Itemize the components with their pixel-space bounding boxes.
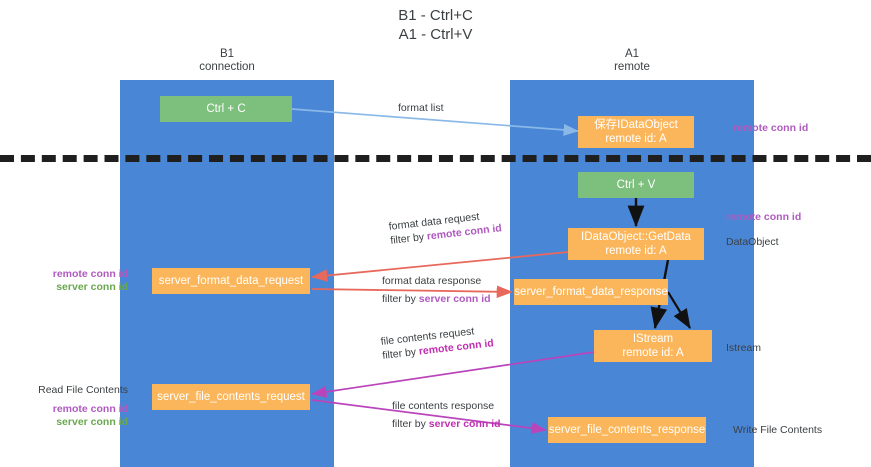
annotation-left-remote-conn-id-1: remote conn id	[52, 268, 128, 280]
connector-file-contents-request	[311, 351, 595, 398]
swimlane-header-a1: A1 remote	[510, 48, 754, 74]
connector-format-list	[291, 108, 579, 136]
node-ctrl-v[interactable]: Ctrl + V	[578, 172, 694, 198]
edge-label-fdresp-prefix: filter by	[382, 293, 419, 305]
swimlane-header-a1-name: A1	[624, 48, 640, 60]
connector-file-contents-response	[311, 399, 547, 435]
edge-label-format-list: format list	[398, 101, 444, 115]
annotation-istream-text: Istream	[726, 342, 762, 354]
title-line-1: B1 - Ctrl+C	[398, 7, 473, 24]
node-getdata-line2: remote id: A	[605, 245, 667, 257]
annotation-left-remote-conn-id-2: remote conn id	[52, 403, 128, 415]
node-idataobject-line1: 保存IDataObject	[594, 119, 678, 131]
edge-label-fcresp-line2: filter by server conn id	[392, 417, 501, 431]
node-idataobject-getdata[interactable]: IDataObject::GetData remote id: A	[568, 228, 704, 260]
annotation-write-file-contents-text: Write File Contents	[733, 424, 823, 436]
edge-label-fcresp-line1: file contents response	[392, 400, 495, 412]
node-server-file-contents-request[interactable]: server_file_contents_request	[152, 384, 310, 410]
edge-label-fdresp-line2: filter by server conn id	[382, 292, 491, 306]
annotation-remote-conn-id-top-text: remote conn id	[733, 122, 809, 134]
edge-label-file-contents-response: file contents response filter by server …	[392, 399, 501, 431]
annotation-dataobject-text: DataObject	[726, 236, 779, 248]
connector-format-data-request	[311, 251, 569, 282]
swimlane-header-b1-name: B1	[219, 48, 235, 60]
annotation-istream: Istream	[726, 342, 761, 355]
node-server-file-contents-response[interactable]: server_file_contents_response	[548, 417, 706, 443]
swimlane-header-b1: B1 connection	[120, 48, 334, 74]
connector-response-to-istream	[667, 291, 691, 329]
edge-label-format-data-response: format data response filter by server co…	[382, 274, 491, 306]
annotation-remote-conn-id-top: remote conn id	[733, 122, 808, 135]
phase-divider	[0, 155, 871, 162]
annotation-dataobject: DataObject	[726, 236, 779, 249]
node-sfc-response-label: server_file_contents_response	[548, 424, 706, 436]
annotation-write-file-contents: Write File Contents	[733, 424, 822, 437]
node-ctrl-v-line1: Ctrl + V	[616, 179, 656, 191]
annotation-read-file-contents: Read File Contents remote conn id server…	[20, 384, 128, 429]
annotation-left-server-conn-id-2: server conn id	[56, 416, 128, 428]
annotation-remote-conn-id-mid-text: remote conn id	[726, 211, 802, 223]
node-istream[interactable]: IStream remote id: A	[594, 330, 712, 362]
title-line-2: A1 - Ctrl+V	[398, 26, 473, 43]
node-ctrl-c[interactable]: Ctrl + C	[160, 96, 292, 122]
node-sfc-request-label: server_file_contents_request	[157, 391, 305, 403]
annotation-left-conn-ids: remote conn id server conn id	[20, 268, 128, 294]
annotation-read-file-contents-text: Read File Contents	[38, 384, 128, 396]
edge-label-fdresp-line1: format data response	[382, 275, 482, 287]
annotation-remote-conn-id-mid: remote conn id	[726, 211, 801, 224]
node-sfd-request-label: server_format_data_request	[158, 275, 304, 287]
connector-format-data-response	[311, 285, 513, 299]
edge-label-fcresp-key: server conn id	[428, 418, 501, 430]
node-istream-line2: remote id: A	[622, 347, 684, 359]
edge-label-format-list-line1: format list	[398, 102, 444, 114]
edge-label-fcresp-prefix: filter by	[392, 418, 429, 430]
annotation-left-server-conn-id-1: server conn id	[56, 281, 128, 293]
node-idataobject[interactable]: 保存IDataObject remote id: A	[578, 116, 694, 148]
node-ctrl-c-line1: Ctrl + C	[206, 103, 246, 115]
node-idataobject-line2: remote id: A	[605, 133, 667, 145]
diagram-title: B1 - Ctrl+C A1 - Ctrl+V	[0, 6, 871, 44]
node-istream-line1: IStream	[632, 333, 674, 345]
node-server-format-data-request[interactable]: server_format_data_request	[152, 268, 310, 294]
node-getdata-line1: IDataObject::GetData	[581, 231, 691, 243]
node-server-format-data-response[interactable]: server_format_data_response	[514, 279, 668, 305]
swimlane-header-a1-role: remote	[614, 61, 650, 73]
node-sfd-response-label: server_format_data_response	[514, 286, 668, 298]
edge-label-fdresp-key: server conn id	[418, 293, 491, 305]
swimlane-header-b1-role: connection	[199, 61, 255, 73]
